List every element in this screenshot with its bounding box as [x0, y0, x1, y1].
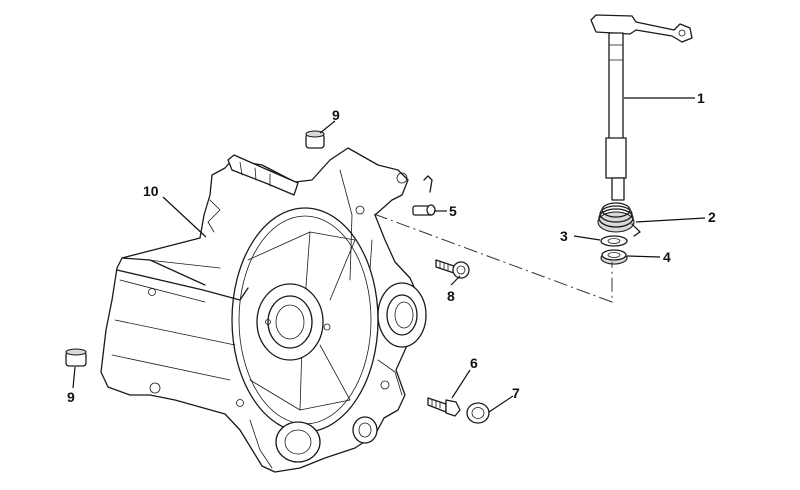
- callout-1: 1: [697, 90, 705, 106]
- pin-5: [412, 175, 436, 216]
- assembly-axis-line: [373, 213, 613, 303]
- crankcase-half: [100, 147, 427, 473]
- callout-7: 7: [512, 385, 520, 401]
- callout-9-upper: 9: [332, 107, 340, 123]
- dowel-pin-lower: [65, 348, 87, 367]
- kick-shaft: [590, 14, 693, 201]
- callout-4: 4: [663, 249, 671, 265]
- callout-6: 6: [470, 355, 478, 371]
- callout-3: 3: [560, 228, 568, 244]
- callout-2: 2: [708, 209, 716, 225]
- dowel-pin-upper: [305, 130, 325, 149]
- bolt-8: [435, 259, 470, 279]
- callout-10: 10: [143, 183, 159, 199]
- bolt-6: [427, 397, 461, 417]
- callout-8: 8: [447, 288, 455, 304]
- callout-9-lower: 9: [67, 389, 75, 405]
- washer-3: [600, 235, 628, 247]
- callout-5: 5: [449, 203, 457, 219]
- washer-7: [466, 402, 490, 424]
- leader-lines: [72, 97, 706, 413]
- return-spring: [597, 202, 641, 237]
- oil-seal-4: [600, 249, 628, 265]
